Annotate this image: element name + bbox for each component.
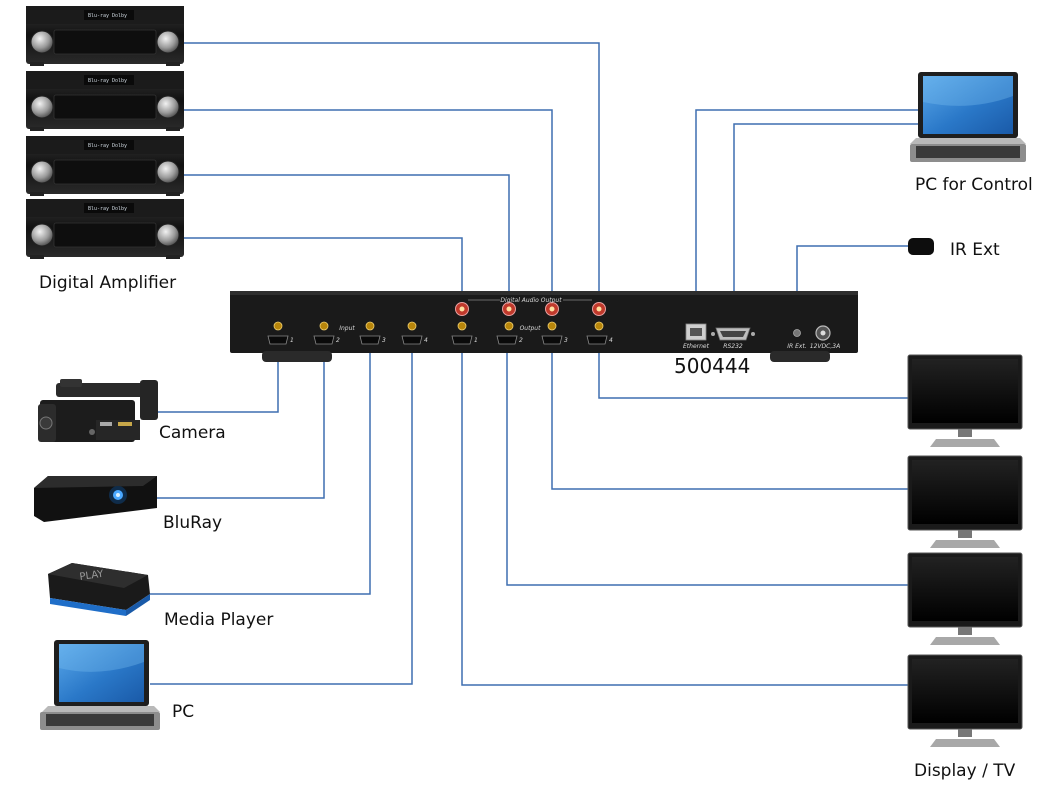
ir-ext-label: IR Ext <box>950 240 1000 260</box>
laptop-icon <box>40 640 160 730</box>
ethernet-label: Ethernet <box>683 343 710 350</box>
svg-text:Dolby: Dolby <box>112 78 127 84</box>
wire-camera <box>150 350 279 413</box>
hdmi-port: 1 <box>451 335 478 345</box>
port-number: 3 <box>564 337 568 344</box>
wire-display4 <box>461 350 908 686</box>
gold-connectors <box>273 321 604 331</box>
ir-ext-port-label: IR Ext. <box>787 343 807 350</box>
input-label: Input <box>339 325 355 332</box>
hdmi-port: 3 <box>359 335 386 345</box>
hdmi-ports: 1 2 3 4 1 2 3 4 <box>267 335 613 345</box>
digital-amplifier-label: Digital Amplifier <box>39 273 177 293</box>
gold-connector <box>547 321 557 331</box>
gold-connector <box>365 321 375 331</box>
hdmi-port: 2 <box>313 335 340 345</box>
matrix-foot-right <box>770 351 830 362</box>
displays <box>907 354 1023 747</box>
gold-connector <box>407 321 417 331</box>
wire-display1 <box>598 350 908 399</box>
bluray-player-icon <box>34 476 157 522</box>
rca-jack <box>502 302 516 316</box>
port-number: 2 <box>519 337 523 344</box>
wire-ethernet <box>695 109 920 325</box>
power-label: 12VDC,3A <box>810 343 840 350</box>
hdmi-port: 4 <box>401 335 428 345</box>
svg-text:Dolby: Dolby <box>112 13 127 19</box>
wire-amp1 <box>184 42 600 298</box>
svg-text:Blu-ray: Blu-ray <box>88 206 109 212</box>
gold-connector <box>457 321 467 331</box>
svg-text:Blu-ray: Blu-ray <box>88 143 109 149</box>
ir-ext-jack <box>793 329 801 337</box>
svg-text:Dolby: Dolby <box>112 143 127 149</box>
output-label: Output <box>520 325 541 332</box>
port-number: 1 <box>474 337 478 344</box>
gold-connector <box>273 321 283 331</box>
hdmi-port: 4 <box>586 335 613 345</box>
wires <box>150 42 920 686</box>
display-tv-label: Display / TV <box>914 761 1016 781</box>
camera-label: Camera <box>159 423 226 443</box>
digital-audio-output-label: Digital Audio Output <box>500 297 562 304</box>
monitor-icon <box>907 552 1023 645</box>
digital-audio-jacks <box>455 302 606 316</box>
rs232-label: RS232 <box>723 343 743 350</box>
bluray-label: BluRay <box>163 513 223 533</box>
wire-pc <box>150 350 413 685</box>
wire-amp2 <box>184 109 553 298</box>
rca-jack <box>455 302 469 316</box>
svg-text:Blu-ray: Blu-ray <box>88 78 109 84</box>
ir-receiver-icon <box>908 238 934 255</box>
gold-connector <box>319 321 329 331</box>
wire-display2 <box>551 350 908 490</box>
port-number: 3 <box>382 337 386 344</box>
monitor-icon <box>907 654 1023 747</box>
hdmi-port: 3 <box>541 335 568 345</box>
svg-text:PLAY: PLAY <box>79 569 105 583</box>
port-number: 1 <box>290 337 294 344</box>
laptop-icon <box>910 72 1026 162</box>
camcorder-icon <box>38 379 158 442</box>
media-player-icon: PLAY <box>48 563 150 616</box>
wire-rs232 <box>733 123 920 328</box>
monitor-icon <box>907 455 1023 548</box>
media-player-label: Media Player <box>164 610 274 630</box>
wire-mediaplayer <box>150 350 371 595</box>
pc-for-control-label: PC for Control <box>915 175 1033 195</box>
wire-display3 <box>506 350 908 586</box>
wire-bluray <box>157 350 325 499</box>
model-number: 500444 <box>674 354 751 378</box>
wire-amp4 <box>184 237 463 298</box>
hdmi-port: 2 <box>496 335 523 345</box>
pc-label: PC <box>172 702 195 722</box>
gold-connector <box>504 321 514 331</box>
svg-text:Blu-ray: Blu-ray <box>88 13 109 19</box>
port-number: 4 <box>424 337 428 344</box>
matrix-foot-left <box>262 351 332 362</box>
hdmi-port: 1 <box>267 335 294 345</box>
port-number: 4 <box>609 337 613 344</box>
monitor-icon <box>907 354 1023 447</box>
port-number: 2 <box>336 337 340 344</box>
wire-amp3 <box>184 174 510 298</box>
rca-jack <box>545 302 559 316</box>
svg-text:Dolby: Dolby <box>112 206 127 212</box>
gold-connector <box>594 321 604 331</box>
rca-jack <box>592 302 606 316</box>
